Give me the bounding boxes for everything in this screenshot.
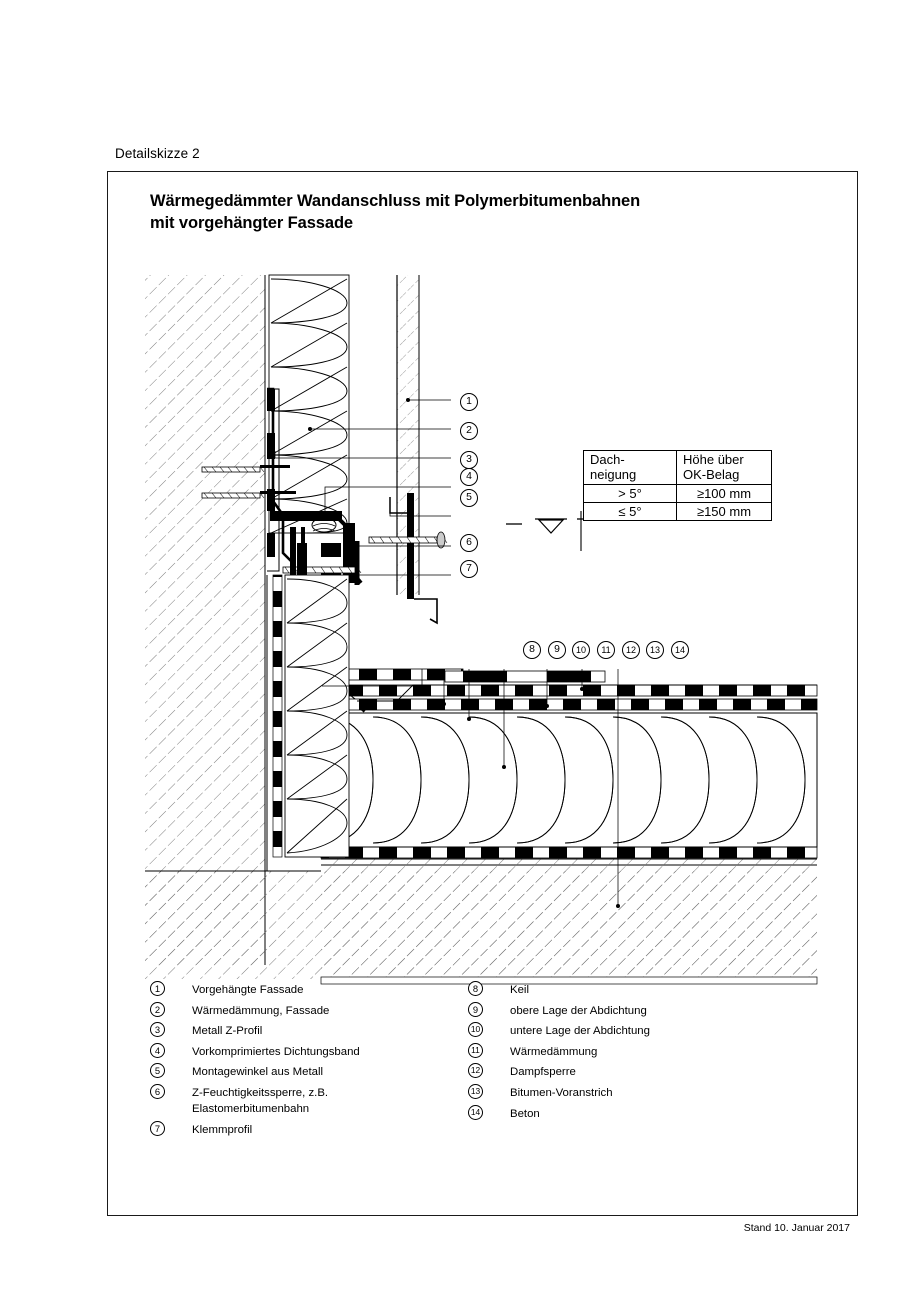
concrete-deck bbox=[321, 858, 817, 977]
roof-insulation-symbol bbox=[324, 716, 806, 844]
callout-3: 3 bbox=[460, 451, 478, 469]
legend-bullet-14: 14 bbox=[468, 1104, 483, 1120]
slab-underside-layer bbox=[320, 976, 818, 985]
callout-6: 6 bbox=[460, 534, 478, 552]
legend-label-12: Dampfsperre bbox=[510, 1066, 576, 1079]
water-level-symbol bbox=[506, 511, 585, 551]
legend-label-6: Z-Feuchtigkeitssperre, z.B. bbox=[192, 1086, 329, 1099]
callout-1: 1 bbox=[460, 393, 478, 411]
roof-slope-table: Dach- neigung Höhe über OK-Belag > 5° ≥1… bbox=[583, 450, 772, 522]
legend-bullet-5: 5 bbox=[150, 1063, 165, 1079]
leader-lines-wall bbox=[274, 398, 451, 576]
list-item: 4 Vorkomprimiertes Dichtungsband bbox=[150, 1042, 480, 1063]
list-item: 9 obere Lage der Abdichtung bbox=[468, 1001, 818, 1022]
cell-slope-2: ≤ 5° bbox=[583, 501, 677, 522]
legend-label-2: Wärmedämmung, Fassade bbox=[192, 1004, 330, 1017]
callout-11: 11 bbox=[597, 641, 615, 659]
title-line-2: mit vorgehängter Fassade bbox=[150, 214, 353, 233]
wall-concrete bbox=[145, 275, 266, 965]
legend-bullet-2: 2 bbox=[150, 1001, 165, 1017]
header-height-l1: Höhe über bbox=[683, 452, 744, 467]
list-item: 13 Bitumen-Voranstrich bbox=[468, 1083, 818, 1104]
legend-bullet-8: 8 bbox=[468, 981, 483, 996]
legend-bullet-9: 9 bbox=[468, 1001, 483, 1017]
cell-height-1: ≥100 mm bbox=[676, 483, 772, 503]
list-item: 8 Keil bbox=[468, 980, 818, 1001]
legend-column-right: 8 Keil 9 obere Lage der Abdichtung 10 un… bbox=[468, 980, 818, 1124]
legend-label-9: obere Lage der Abdichtung bbox=[510, 1004, 647, 1017]
leader-lines-roof bbox=[322, 669, 620, 908]
mounting-angle-bracket bbox=[368, 493, 448, 625]
legend-bullet-7: 7 bbox=[150, 1120, 165, 1136]
callout-2: 2 bbox=[460, 422, 478, 440]
table-row: > 5° ≥100 mm bbox=[583, 483, 772, 503]
table-row: ≤ 5° ≥150 mm bbox=[583, 501, 772, 522]
legend-column-left: 1 Vorgehängte Fassade 2 Wärmedämmung, Fa… bbox=[150, 980, 480, 1140]
header-slope-l1: Dach- bbox=[590, 452, 625, 467]
revision-date: Stand 10. Januar 2017 bbox=[743, 1222, 850, 1234]
callout-7: 7 bbox=[460, 560, 478, 578]
legend-label-8: Keil bbox=[510, 984, 529, 996]
cell-height-2: ≥150 mm bbox=[676, 501, 772, 522]
legend-label-7: Klemmprofil bbox=[192, 1123, 253, 1136]
legend-label-1: Vorgehängte Fassade bbox=[192, 984, 304, 996]
legend-label-14: Beton bbox=[510, 1107, 540, 1120]
table-header-row: Dach- neigung Höhe über OK-Belag bbox=[583, 450, 772, 485]
callout-14: 14 bbox=[671, 641, 689, 659]
legend-bullet-12: 12 bbox=[468, 1063, 483, 1079]
list-item: 1 Vorgehängte Fassade bbox=[150, 980, 480, 1001]
callout-5: 5 bbox=[460, 489, 478, 507]
legend-bullet-1: 1 bbox=[150, 981, 165, 996]
list-item: 3 Metall Z-Profil bbox=[150, 1021, 480, 1042]
title-line-1: Wärmegedämmter Wandanschluss mit Polymer… bbox=[150, 192, 641, 210]
callout-4: 4 bbox=[460, 468, 478, 486]
legend-bullet-10: 10 bbox=[468, 1022, 483, 1038]
list-item: 10 untere Lage der Abdichtung bbox=[468, 1021, 818, 1042]
list-item: 12 Dampfsperre bbox=[468, 1062, 818, 1083]
header-height: Höhe über OK-Belag bbox=[676, 450, 772, 485]
sheet-label: Detailskizze 2 bbox=[115, 146, 200, 161]
legend-bullet-13: 13 bbox=[468, 1083, 483, 1099]
legend-label-4: Vorkomprimiertes Dichtungsband bbox=[192, 1045, 360, 1058]
header-slope: Dach- neigung bbox=[583, 450, 677, 485]
legend-label-3: Metall Z-Profil bbox=[192, 1025, 263, 1038]
list-item: 14 Beton bbox=[468, 1104, 818, 1125]
legend-bullet-4: 4 bbox=[150, 1042, 165, 1058]
page-title: Wärmegedämmter Wandanschluss mit Polymer… bbox=[150, 190, 800, 235]
legend-label-13: Bitumen-Voranstrich bbox=[510, 1086, 613, 1099]
construction-detail-drawing bbox=[107, 171, 858, 1216]
legend-label-11: Wärmedämmung bbox=[510, 1045, 598, 1058]
lower-wall-insulation bbox=[284, 574, 350, 858]
roof-buildup bbox=[320, 668, 818, 859]
cell-slope-1: > 5° bbox=[583, 483, 677, 503]
list-item: 2 Wärmedämmung, Fassade bbox=[150, 1001, 480, 1022]
legend-bullet-3: 3 bbox=[150, 1022, 165, 1038]
facade-insulation bbox=[268, 274, 350, 534]
callout-12: 12 bbox=[622, 641, 640, 659]
legend-label-6-line2: Elastomerbitumenbahn bbox=[192, 1102, 310, 1115]
lower-wall-membrane bbox=[266, 574, 283, 871]
callout-10: 10 bbox=[572, 641, 590, 659]
callout-9: 9 bbox=[548, 641, 566, 659]
callout-13: 13 bbox=[646, 641, 664, 659]
legend-bullet-6: 6 bbox=[150, 1083, 165, 1099]
legend-label-10: untere Lage der Abdichtung bbox=[510, 1025, 650, 1038]
moisture-barrier-wall bbox=[267, 387, 294, 564]
list-item: 11 Wärmedämmung bbox=[468, 1042, 818, 1063]
list-item: 5 Montagewinkel aus Metall bbox=[150, 1062, 480, 1083]
header-slope-l2: neigung bbox=[590, 467, 637, 483]
legend-bullet-11: 11 bbox=[468, 1042, 483, 1058]
wall-anchor-screws bbox=[201, 465, 296, 499]
header-height-l2: OK-Belag bbox=[683, 467, 740, 483]
callout-8: 8 bbox=[523, 641, 541, 659]
list-item: 6 Z-Feuchtigkeitssperre, z.B. Elastomerb… bbox=[150, 1083, 480, 1115]
list-item: 7 Klemmprofil bbox=[150, 1120, 480, 1141]
legend-label-5: Montagewinkel aus Metall bbox=[192, 1066, 324, 1079]
